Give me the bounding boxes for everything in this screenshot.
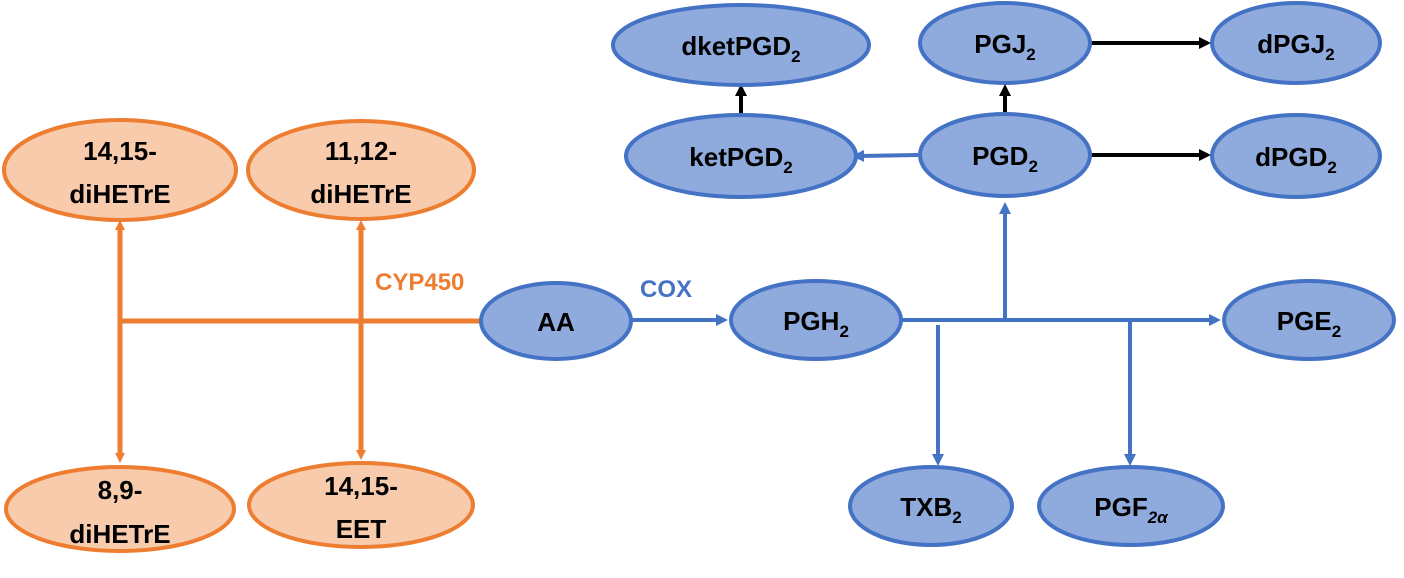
enzyme-label-cox: COX	[640, 276, 692, 303]
node-pgh2: PGH2	[729, 279, 903, 361]
node-11-12-dihetre: 11,12- diHETrE	[246, 119, 476, 221]
node-label: PGF2α	[1094, 492, 1169, 527]
node-label: TXB2	[900, 492, 961, 527]
node-label: PGD2	[972, 141, 1038, 176]
node-label-line1: 8,9-	[98, 475, 143, 505]
node-label-line2: diHETrE	[69, 519, 170, 549]
cyp450-branch: CYP450	[115, 220, 480, 463]
node-label-line1: 14,15-	[83, 136, 157, 166]
node-label: ketPGD2	[689, 142, 792, 177]
node-dketpgd2: dketPGD2	[611, 3, 871, 87]
node-label: dketPGD2	[681, 31, 800, 66]
node-label: dPGD2	[1255, 142, 1337, 177]
node-dpgj2: dPGJ2	[1210, 1, 1382, 85]
arrow-pgd2-to-ketpgd2	[852, 149, 919, 162]
node-label: AA	[537, 307, 575, 337]
node-pgd2: PGD2	[918, 112, 1092, 198]
node-dpgd2: dPGD2	[1210, 113, 1382, 199]
node-label: PGJ2	[974, 29, 1036, 64]
node-label-line2: diHETrE	[310, 179, 411, 209]
node-pgj2: PGJ2	[918, 1, 1092, 85]
node-label: PGE2	[1277, 306, 1341, 341]
node-aa: AA	[479, 281, 633, 361]
cox-branch: COX	[632, 37, 1221, 466]
node-label-line2: EET	[336, 514, 387, 544]
node-14-15-dihetre: 14,15- diHETrE	[2, 118, 238, 222]
node-label: PGH2	[783, 306, 849, 341]
node-txb2: TXB2	[848, 465, 1014, 547]
node-label-line1: 14,15-	[324, 471, 398, 501]
node-14-15-eet: 14,15- EET	[247, 461, 475, 549]
node-ketpgd2: ketPGD2	[624, 113, 858, 199]
node-8-9-dihetre: 8,9- diHETrE	[4, 465, 236, 553]
node-pge2: PGE2	[1222, 279, 1396, 361]
node-pgf2a: PGF2α	[1037, 465, 1225, 547]
enzyme-label-cyp450: CYP450	[375, 269, 464, 296]
node-label-line1: 11,12-	[325, 136, 397, 166]
node-label-line2: diHETrE	[69, 179, 170, 209]
node-label: dPGJ2	[1257, 29, 1334, 64]
